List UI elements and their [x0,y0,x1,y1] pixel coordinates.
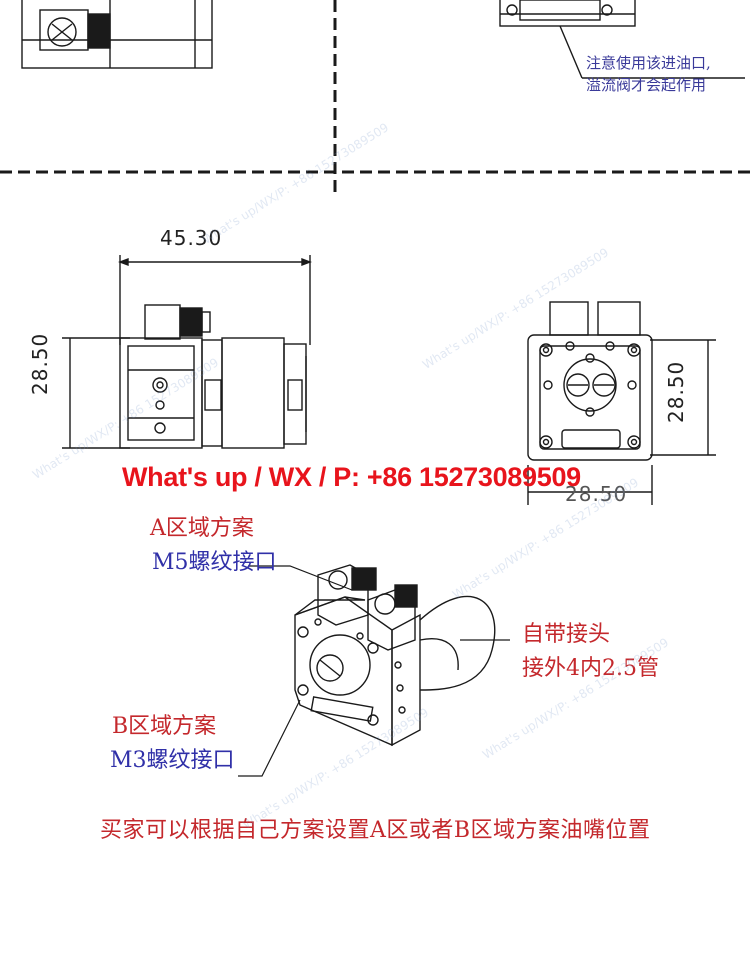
bottom-note: 买家可以根据自己方案设置A区或者B区域方案油嘴位置 [100,818,651,843]
top-left-partial-view [21,0,213,69]
side-view [527,301,716,505]
fitting-title: 自带接头 [522,622,611,647]
zone-a-title: A区域方案 [150,516,254,541]
zone-b-title: B区域方案 [112,714,217,739]
top-note-line2: 溢流阀才会起作用 [586,76,707,94]
zone-b-thread: M3螺纹接口 [110,748,235,773]
fitting-spec: 接外4内2.5管 [522,656,659,681]
front-view [62,255,312,449]
isometric-view [238,564,510,777]
top-note-line1: 注意使用该进油口, [586,54,711,72]
zone-a-thread: M5螺纹接口 [152,550,277,575]
dimension-width-side: 28.50 [565,482,628,506]
section-dividers [0,0,750,195]
contact-banner: What's up / WX / P: +86 15273089509 [122,462,581,492]
top-note: 注意使用该进油口, 溢流阀才会起作用 [586,52,711,96]
top-right-partial-view [499,0,745,79]
dimension-width-front: 45.30 [160,226,223,250]
dimension-height-front: 28.50 [28,332,52,395]
dimension-height-side: 28.50 [664,360,688,423]
